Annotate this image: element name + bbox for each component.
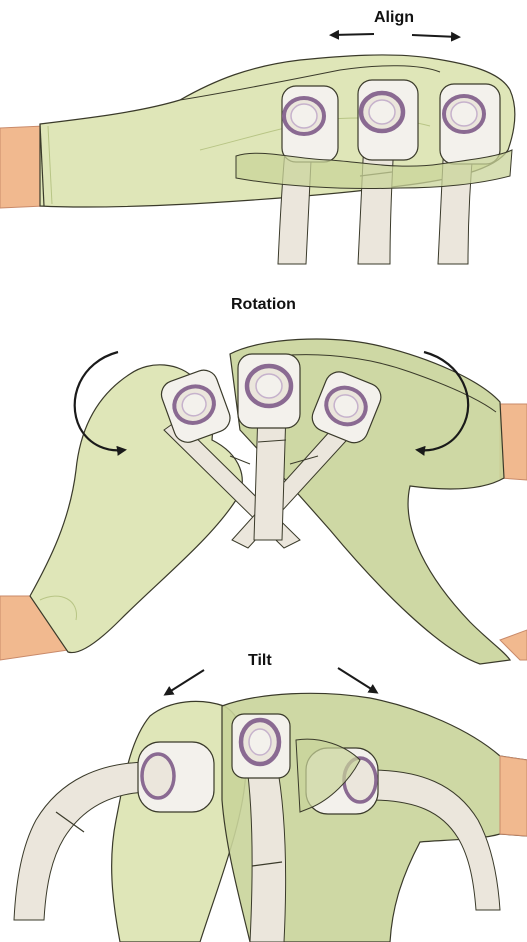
arrow-left-icon [332, 34, 374, 35]
arrow-down-right-icon [338, 668, 376, 692]
tube-tilt-center [246, 760, 286, 942]
tube-center [254, 410, 286, 540]
label-rotation: Rotation [231, 296, 296, 314]
panel-align [0, 34, 515, 264]
arrow-down-left-icon [166, 670, 204, 694]
scope-rotation-center [238, 354, 300, 428]
panel-rotation [0, 339, 527, 664]
forearm-skin [0, 126, 44, 208]
label-align: Align [374, 9, 414, 27]
forearm-skin-tilt [500, 756, 527, 836]
panel-tilt [14, 668, 527, 942]
label-tilt: Tilt [248, 652, 272, 670]
scope-tilt-left [138, 742, 214, 812]
scope-tilt-center [232, 714, 290, 778]
arrow-right-icon [412, 35, 458, 37]
